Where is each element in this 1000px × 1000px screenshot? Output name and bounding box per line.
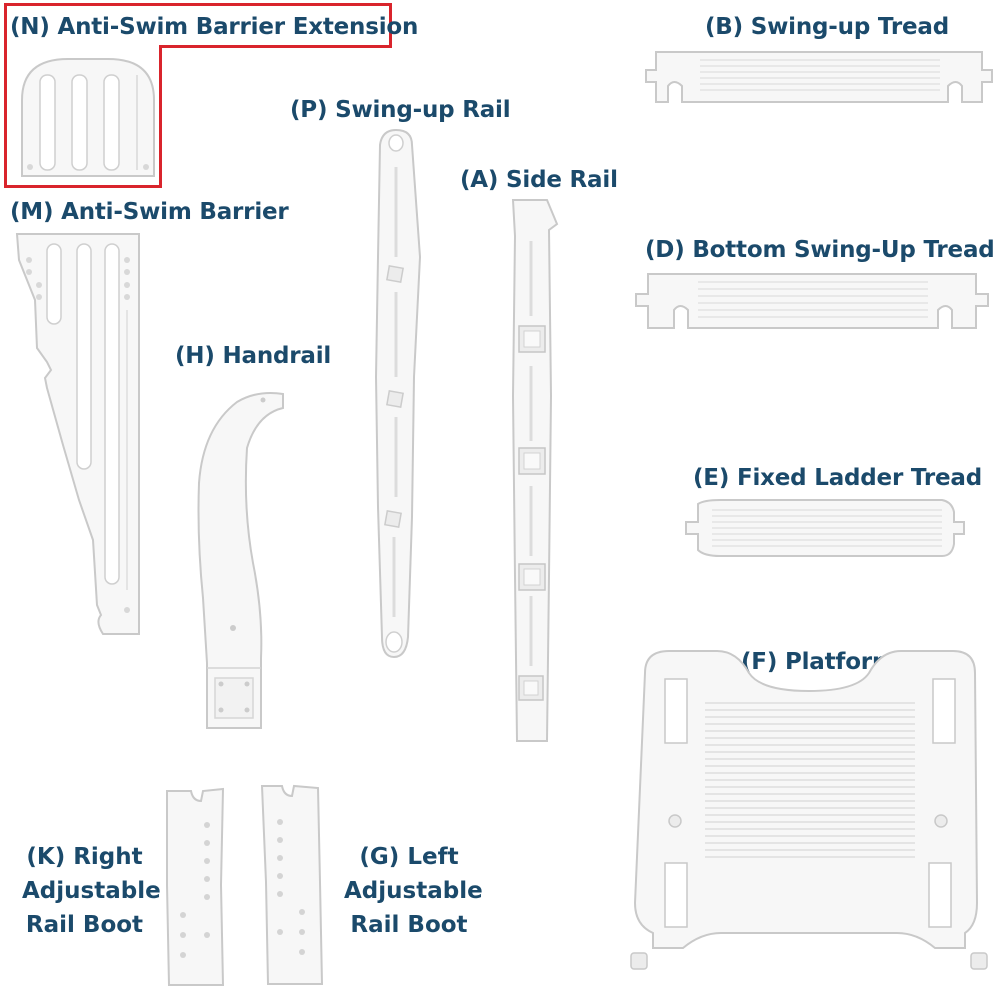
label-fixed-ladder-tread: (E) Fixed Ladder Tread	[693, 465, 982, 491]
label-swing-up-tread: (B) Swing-up Tread	[705, 14, 949, 40]
label-left-adjustable-rail-boot: (G) Left Adjustable Rail Boot	[344, 844, 483, 938]
handrail-image	[197, 392, 284, 729]
label-bottom-swing-up-tread: (D) Bottom Swing-Up Tread	[645, 237, 995, 263]
label-anti-swim-barrier-extension: (N) Anti-Swim Barrier Extension	[10, 14, 419, 40]
platform-image	[630, 650, 988, 970]
label-right-adjustable-rail-boot: (K) Right Adjustable Rail Boot	[22, 844, 161, 938]
left-adjustable-rail-boot-image	[260, 784, 324, 985]
fixed-ladder-tread-image	[685, 499, 965, 557]
label-side-rail: (A) Side Rail	[460, 167, 618, 193]
label-swing-up-rail: (P) Swing-up Rail	[290, 97, 511, 123]
label-anti-swim-barrier: (M) Anti-Swim Barrier	[10, 199, 289, 225]
swing-up-tread-image	[645, 51, 993, 103]
bottom-swing-up-tread-image	[635, 273, 989, 329]
label-handrail: (H) Handrail	[175, 343, 332, 369]
side-rail-image	[511, 199, 559, 742]
right-adjustable-rail-boot-image	[166, 787, 225, 986]
swing-up-rail-image	[374, 128, 422, 659]
anti-swim-barrier-extension-image	[21, 58, 155, 177]
anti-swim-barrier-image	[15, 233, 140, 635]
label-platform: (F) Platform	[741, 649, 896, 675]
